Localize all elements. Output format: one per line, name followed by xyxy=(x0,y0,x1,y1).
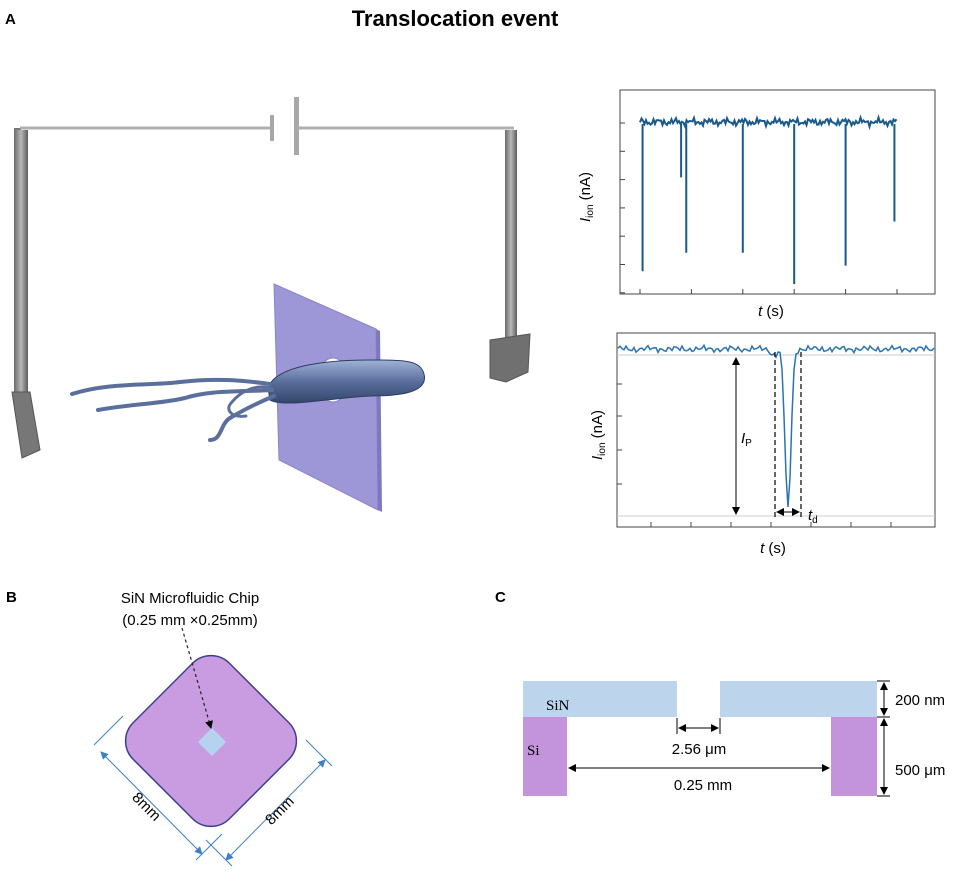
right-electrode-rod xyxy=(505,130,517,340)
flagellum-1 xyxy=(70,377,272,396)
zoom-trace-line xyxy=(617,343,935,508)
si-support-left xyxy=(523,717,567,796)
battery-short-plate xyxy=(270,115,274,141)
si-support-right xyxy=(831,717,877,796)
top-trace-plot: Iion (nA) t (s) xyxy=(577,89,936,320)
sin-thickness-label: 200 nm xyxy=(895,692,945,709)
top-trace-xlabel: t (s) xyxy=(758,303,784,320)
top-trace-ticks xyxy=(620,122,898,294)
zoom-trace-frame xyxy=(616,332,936,528)
chip-ext-4 xyxy=(305,739,333,767)
chip-label-line2: (0.25 mm ×0.25mm) xyxy=(122,612,257,629)
top-trace-ylabel: Iion (nA) xyxy=(577,172,596,222)
figure-title: Translocation event xyxy=(352,6,559,31)
chip-pointer-arrow xyxy=(181,627,213,729)
si-thickness-label: 500 μm xyxy=(895,762,945,779)
chip-side-right-label: 8mm xyxy=(262,793,298,829)
chip-window xyxy=(197,727,227,757)
top-trace-spikes xyxy=(641,124,896,285)
top-trace-frame xyxy=(619,89,936,295)
panel-label-a: A xyxy=(5,11,16,28)
chip-ext-1 xyxy=(93,715,124,746)
chip-dimension-left xyxy=(100,751,203,855)
td-label: td xyxy=(808,507,818,526)
flagellum-4 xyxy=(227,385,272,418)
chip-label-line1: SiN Microfluidic Chip xyxy=(121,590,259,607)
zoom-trace-plot: IP td Iion (nA) t (s) xyxy=(589,332,936,557)
bacterium-body xyxy=(267,359,425,404)
zoom-trace-ticks xyxy=(617,354,892,527)
sin-label: SiN xyxy=(546,698,570,714)
top-trace-baseline xyxy=(639,114,898,131)
right-electrode-plate xyxy=(489,333,531,383)
left-electrode-rod xyxy=(14,130,28,398)
flagellum-3 xyxy=(208,394,276,442)
panel-label-b: B xyxy=(6,589,17,606)
chip-diagram: SiN Microfluidic Chip (0.25 mm ×0.25mm) … xyxy=(93,590,333,867)
zoom-trace-ylabel: Iion (nA) xyxy=(589,410,608,460)
si-label: Si xyxy=(527,743,540,759)
sin-layer-left xyxy=(523,681,677,717)
panel-label-c: C xyxy=(495,589,506,606)
sin-layer-right xyxy=(720,681,877,717)
cross-section-diagram: SiN Si 2.56 μm 0.25 mm 200 nm 500 μm xyxy=(523,680,945,797)
gap-label: 2.56 μm xyxy=(672,741,727,758)
left-electrode-plate xyxy=(11,391,41,459)
chip-side-left-label: 8mm xyxy=(128,789,164,825)
chip-dimension-right xyxy=(225,759,326,861)
zoom-trace-xlabel: t (s) xyxy=(760,540,786,557)
battery-long-plate xyxy=(294,97,299,155)
ip-label: IP xyxy=(741,430,752,449)
chip-ext-3 xyxy=(205,839,233,867)
apparatus-illustration xyxy=(11,97,531,512)
span-label: 0.25 mm xyxy=(674,777,732,794)
chip-ext-2 xyxy=(195,833,223,861)
